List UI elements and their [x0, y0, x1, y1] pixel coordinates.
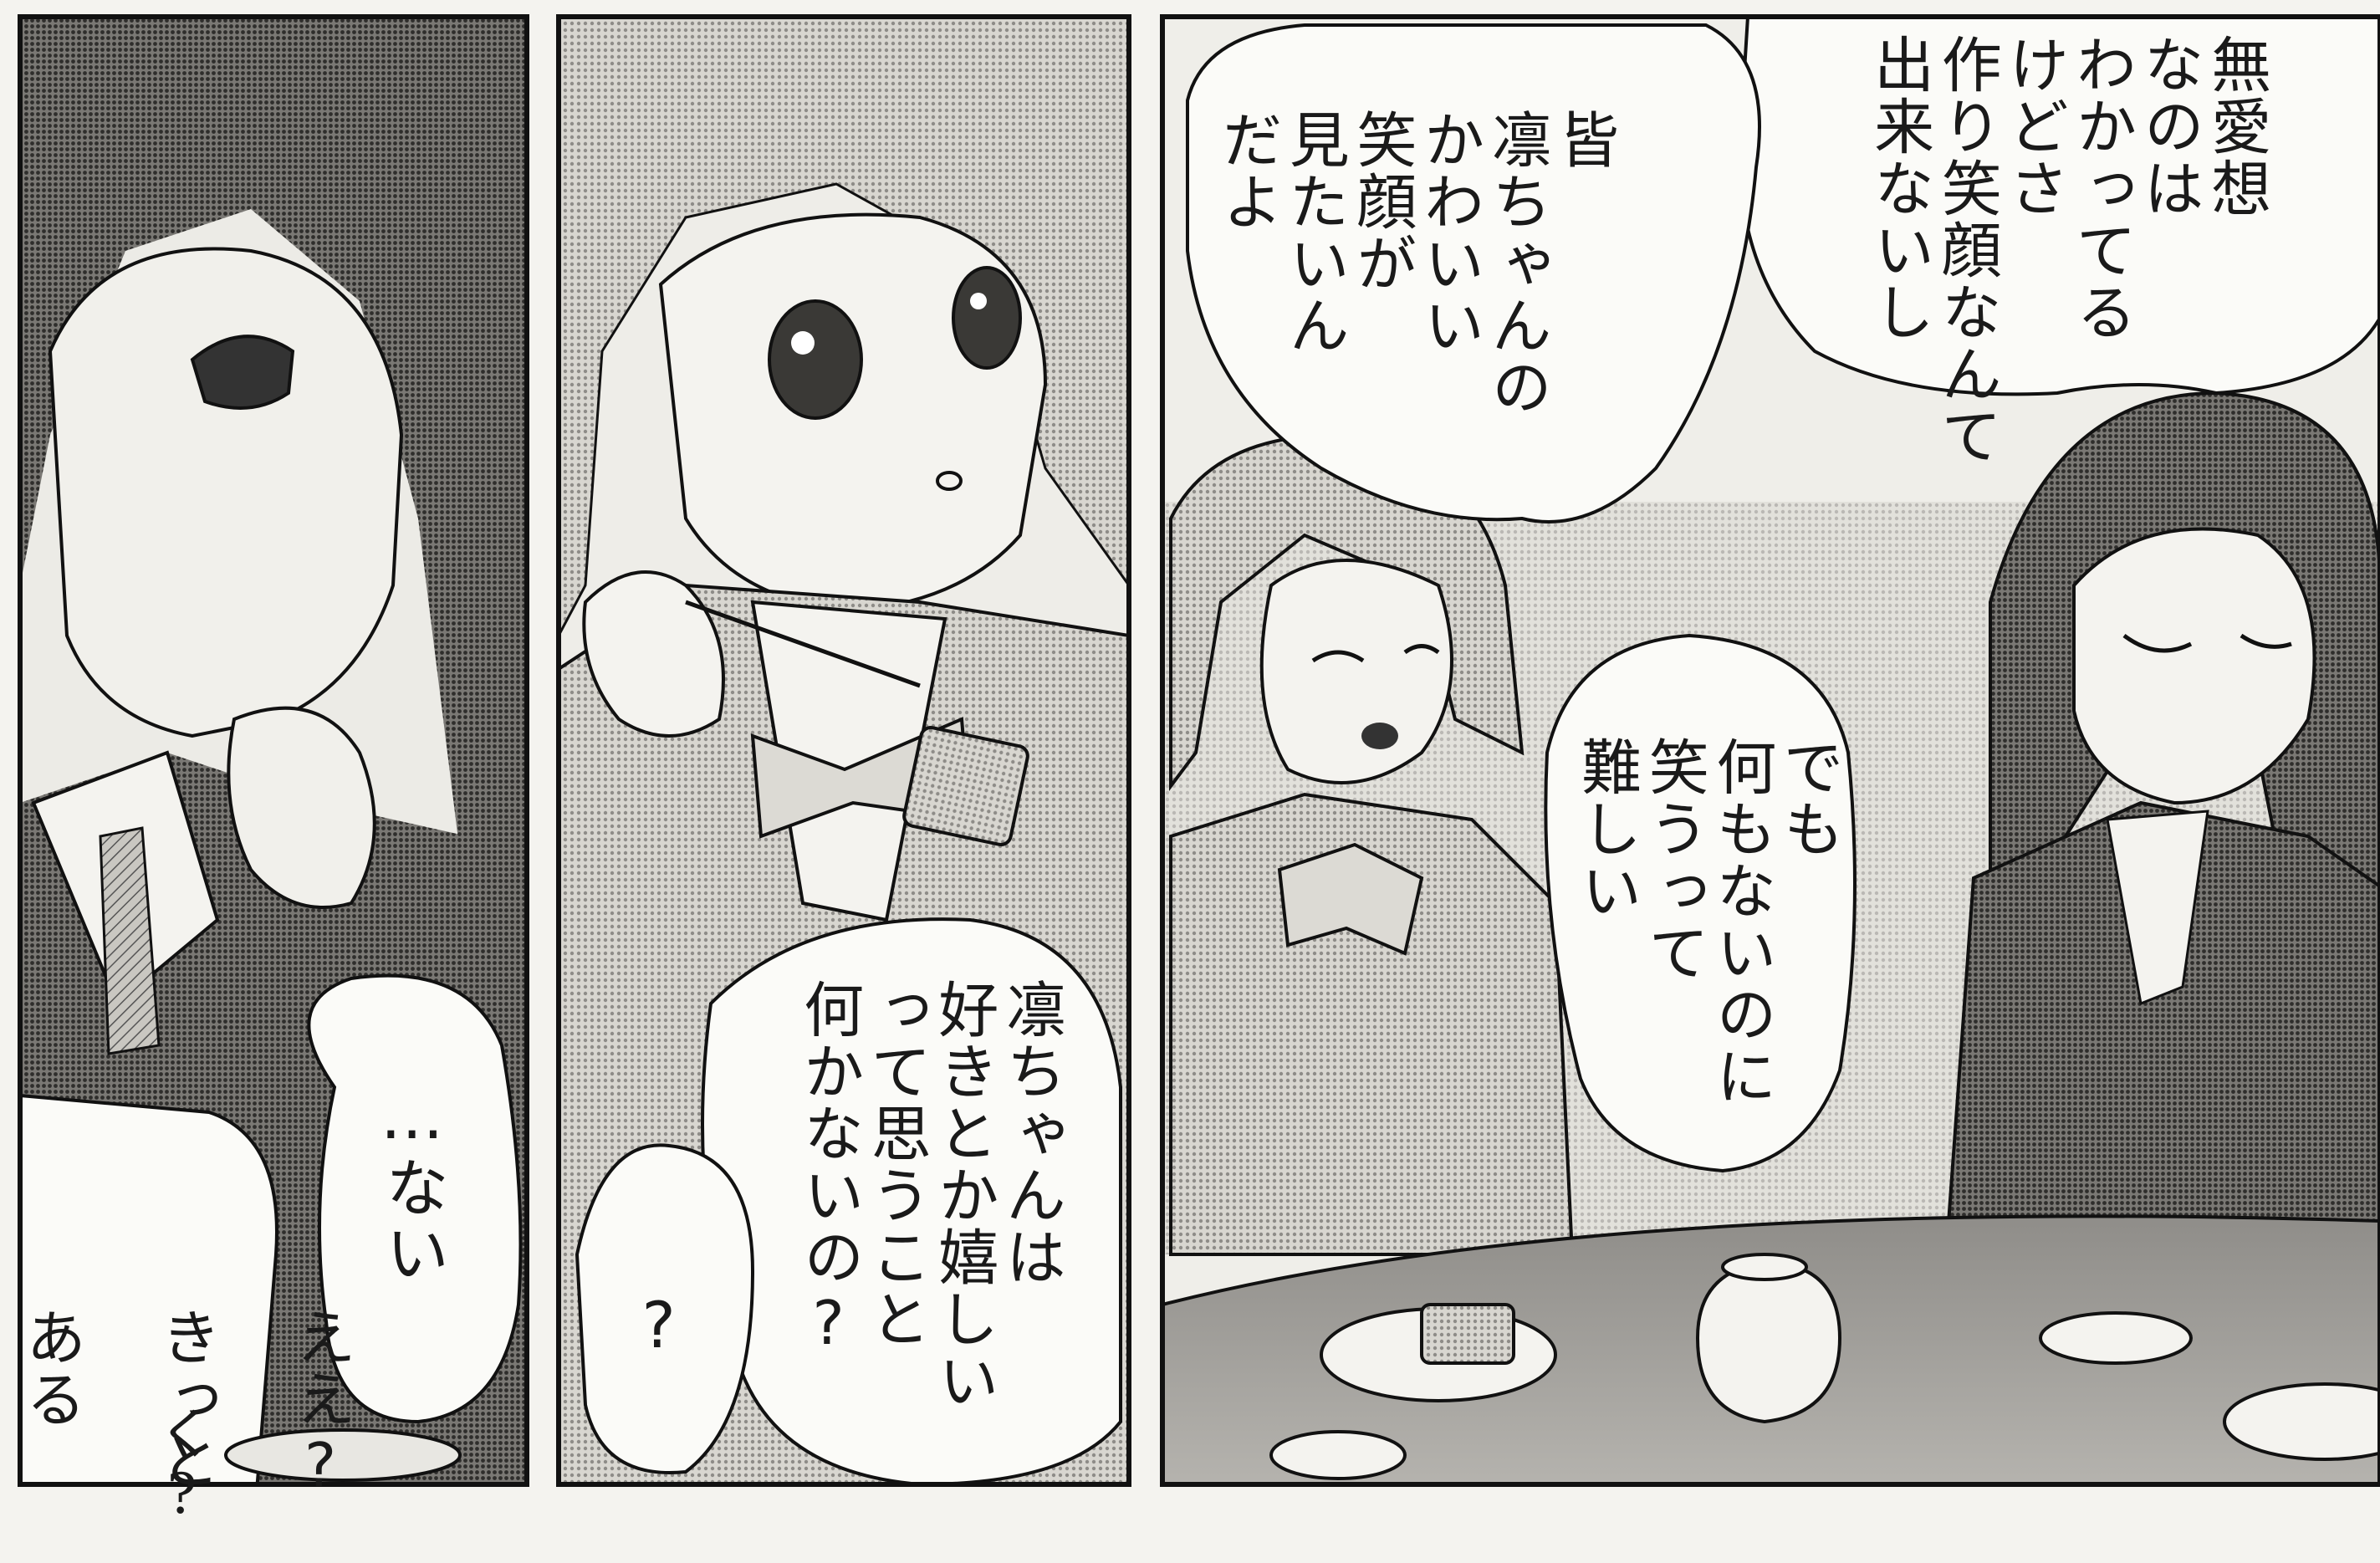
cup-right-shape — [2039, 1311, 2193, 1365]
hand-shape — [582, 570, 725, 738]
eye-left-shape — [768, 299, 863, 420]
eye-right-shape — [952, 266, 1022, 370]
teacup-shape — [224, 1428, 462, 1482]
hair-shape — [20, 17, 527, 1004]
cake-piece-shape — [902, 726, 1029, 846]
bubble-text-partial: ええ? きっと ある — [15, 1162, 421, 1502]
cup-left-shape — [1269, 1430, 1407, 1480]
partial-line-1: ええ? — [285, 1306, 356, 1502]
panel-3-border — [1160, 14, 2380, 1487]
scribble-mark: く? — [149, 1405, 214, 1528]
speech-bubble-mark — [575, 1143, 755, 1474]
panel-3 — [1162, 17, 2380, 1484]
mouth-shape — [936, 471, 963, 491]
panel-1 — [20, 17, 527, 1484]
hand-shape — [227, 706, 376, 909]
left-girl-face — [1259, 559, 1453, 784]
speech-bubble-top-right — [1737, 17, 2380, 396]
bubble-text-question: 凛ちゃんは 好きとか嬉しい って思うこと 何かないの? — [793, 978, 1066, 1412]
bubble-text-nai: …ない — [375, 1079, 450, 1285]
right-girl-face — [2072, 527, 2316, 805]
eye-shape — [190, 335, 295, 410]
speech-bubble-nai — [307, 973, 523, 1424]
bubble-text-top-left: 皆 凛ちゃんの かわいい 笑顔が 見たいん だよ — [1211, 109, 1619, 418]
saucer-right-shape — [2223, 1382, 2380, 1461]
speech-bubble-middle — [1544, 633, 1857, 1173]
bubble-text-top-right: 無愛想 なのは わかってる けどさ 作り笑顔なんて 出来ないし — [1863, 33, 2271, 467]
face-shape — [48, 247, 404, 738]
bubble-text-mark: ? — [621, 1288, 697, 1364]
panel-2-border — [556, 14, 1131, 1487]
speech-bubble-top-left — [1186, 23, 1761, 524]
speech-bubble-partial — [20, 1093, 278, 1484]
fork-shape — [685, 600, 921, 688]
panel-1-border — [18, 14, 529, 1487]
cake-shape — [1420, 1303, 1515, 1365]
tie-shape — [99, 826, 161, 1055]
partial-line-2: きっと — [150, 1306, 221, 1492]
teapot-shape — [1695, 1260, 1842, 1424]
hair-shape — [559, 17, 1129, 636]
panel-2 — [559, 17, 1129, 1484]
bubble-text-middle: でも 何もないのに 笑うって 難しい — [1570, 736, 1844, 1107]
partial-line-3: ある — [15, 1306, 86, 1430]
